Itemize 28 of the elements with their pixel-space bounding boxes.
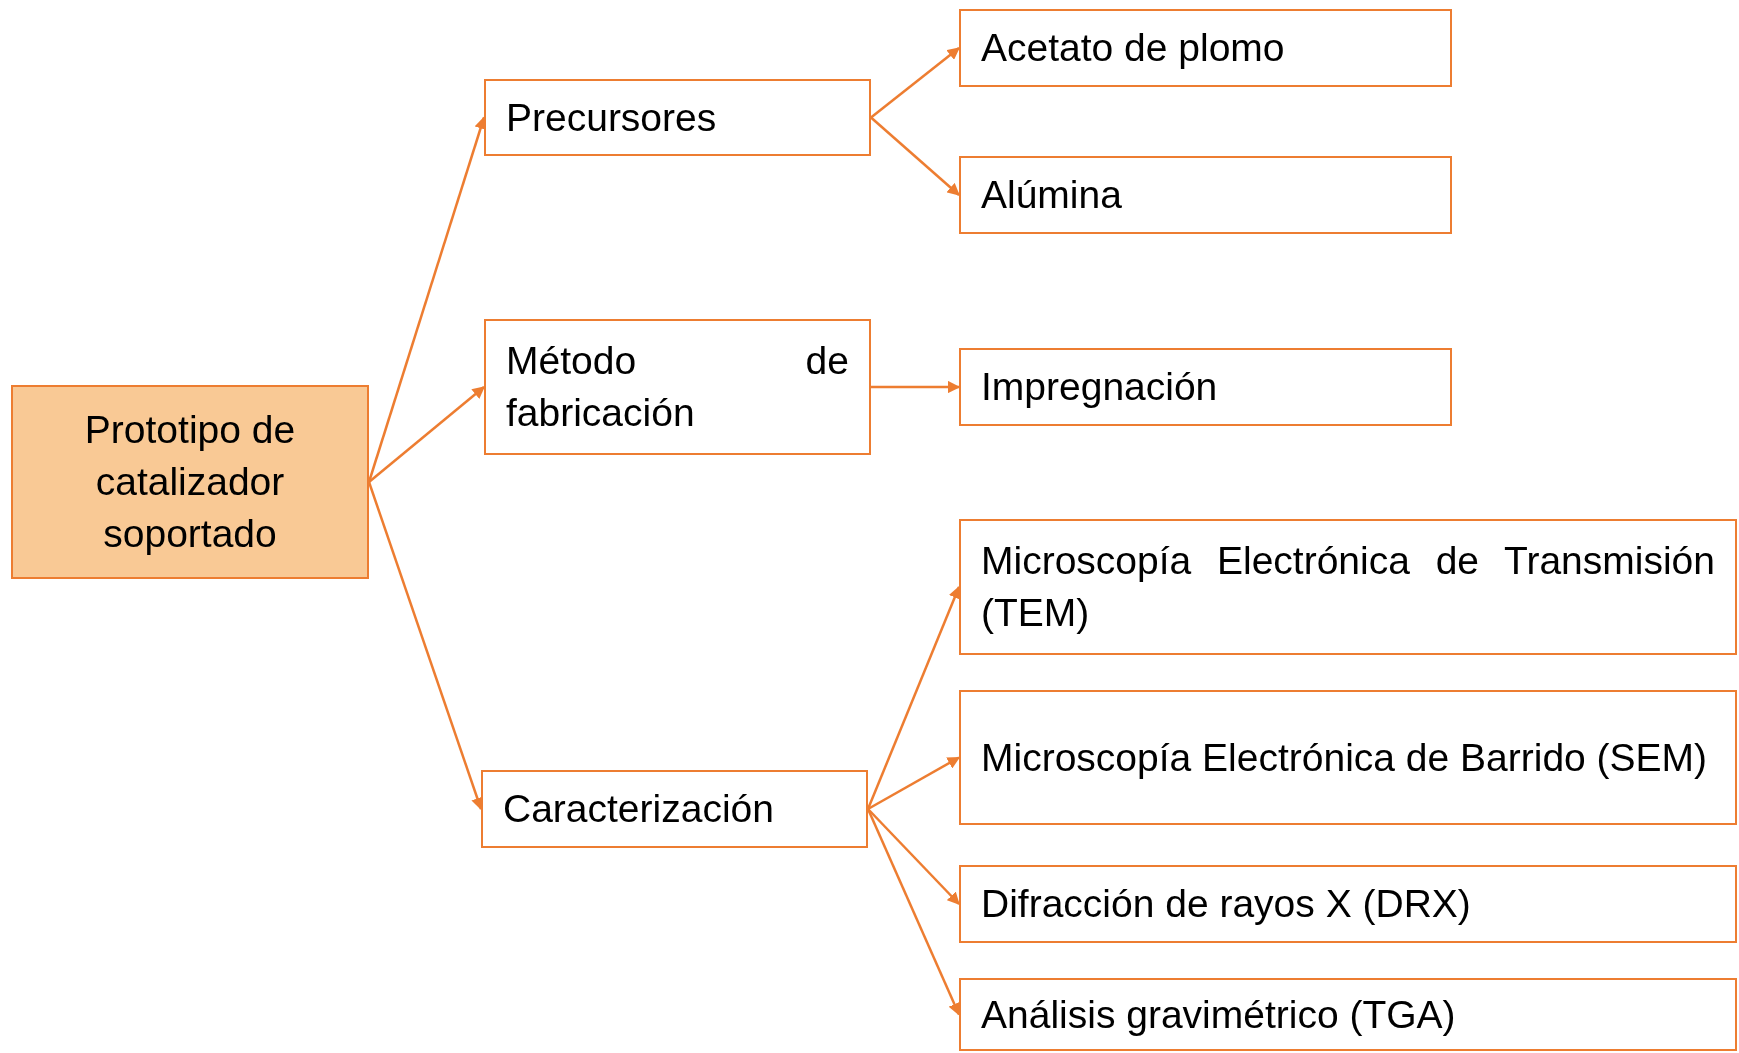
category-box bbox=[959, 9, 1452, 87]
category-box bbox=[484, 79, 871, 156]
root-box bbox=[11, 385, 369, 579]
node-label: Caracterización bbox=[503, 786, 775, 833]
category-box bbox=[959, 348, 1452, 426]
category-box bbox=[959, 690, 1737, 825]
category-box bbox=[959, 865, 1737, 943]
node-label: Microscopía Electrónica de Transmisión (TEM) bbox=[981, 538, 1715, 636]
node-label: Precursores bbox=[506, 94, 718, 141]
node-label: Acetato de plomo bbox=[981, 25, 1286, 72]
node-label: Análisis gravimétrico (TGA) bbox=[981, 991, 1457, 1038]
arrow bbox=[867, 808, 960, 905]
arrow bbox=[870, 47, 960, 119]
node-label: Prototipo de catalizador soportado bbox=[83, 407, 297, 557]
arrow bbox=[871, 380, 961, 394]
category-box bbox=[484, 319, 871, 455]
arrow bbox=[867, 756, 961, 811]
category-box bbox=[481, 770, 868, 848]
node-label: Difracción de rayos X (DRX) bbox=[981, 881, 1472, 928]
category-box bbox=[959, 519, 1737, 655]
node-label: Microscopía Electrónica de Barrido (SEM) bbox=[981, 734, 1709, 781]
category-box bbox=[959, 978, 1737, 1051]
node-label: Alúmina bbox=[981, 172, 1123, 219]
node-label: Método de fabricación bbox=[506, 338, 849, 436]
arrow bbox=[870, 116, 960, 196]
arrow bbox=[368, 386, 485, 483]
category-box bbox=[959, 156, 1452, 234]
node-label: Impregnación bbox=[981, 364, 1219, 411]
